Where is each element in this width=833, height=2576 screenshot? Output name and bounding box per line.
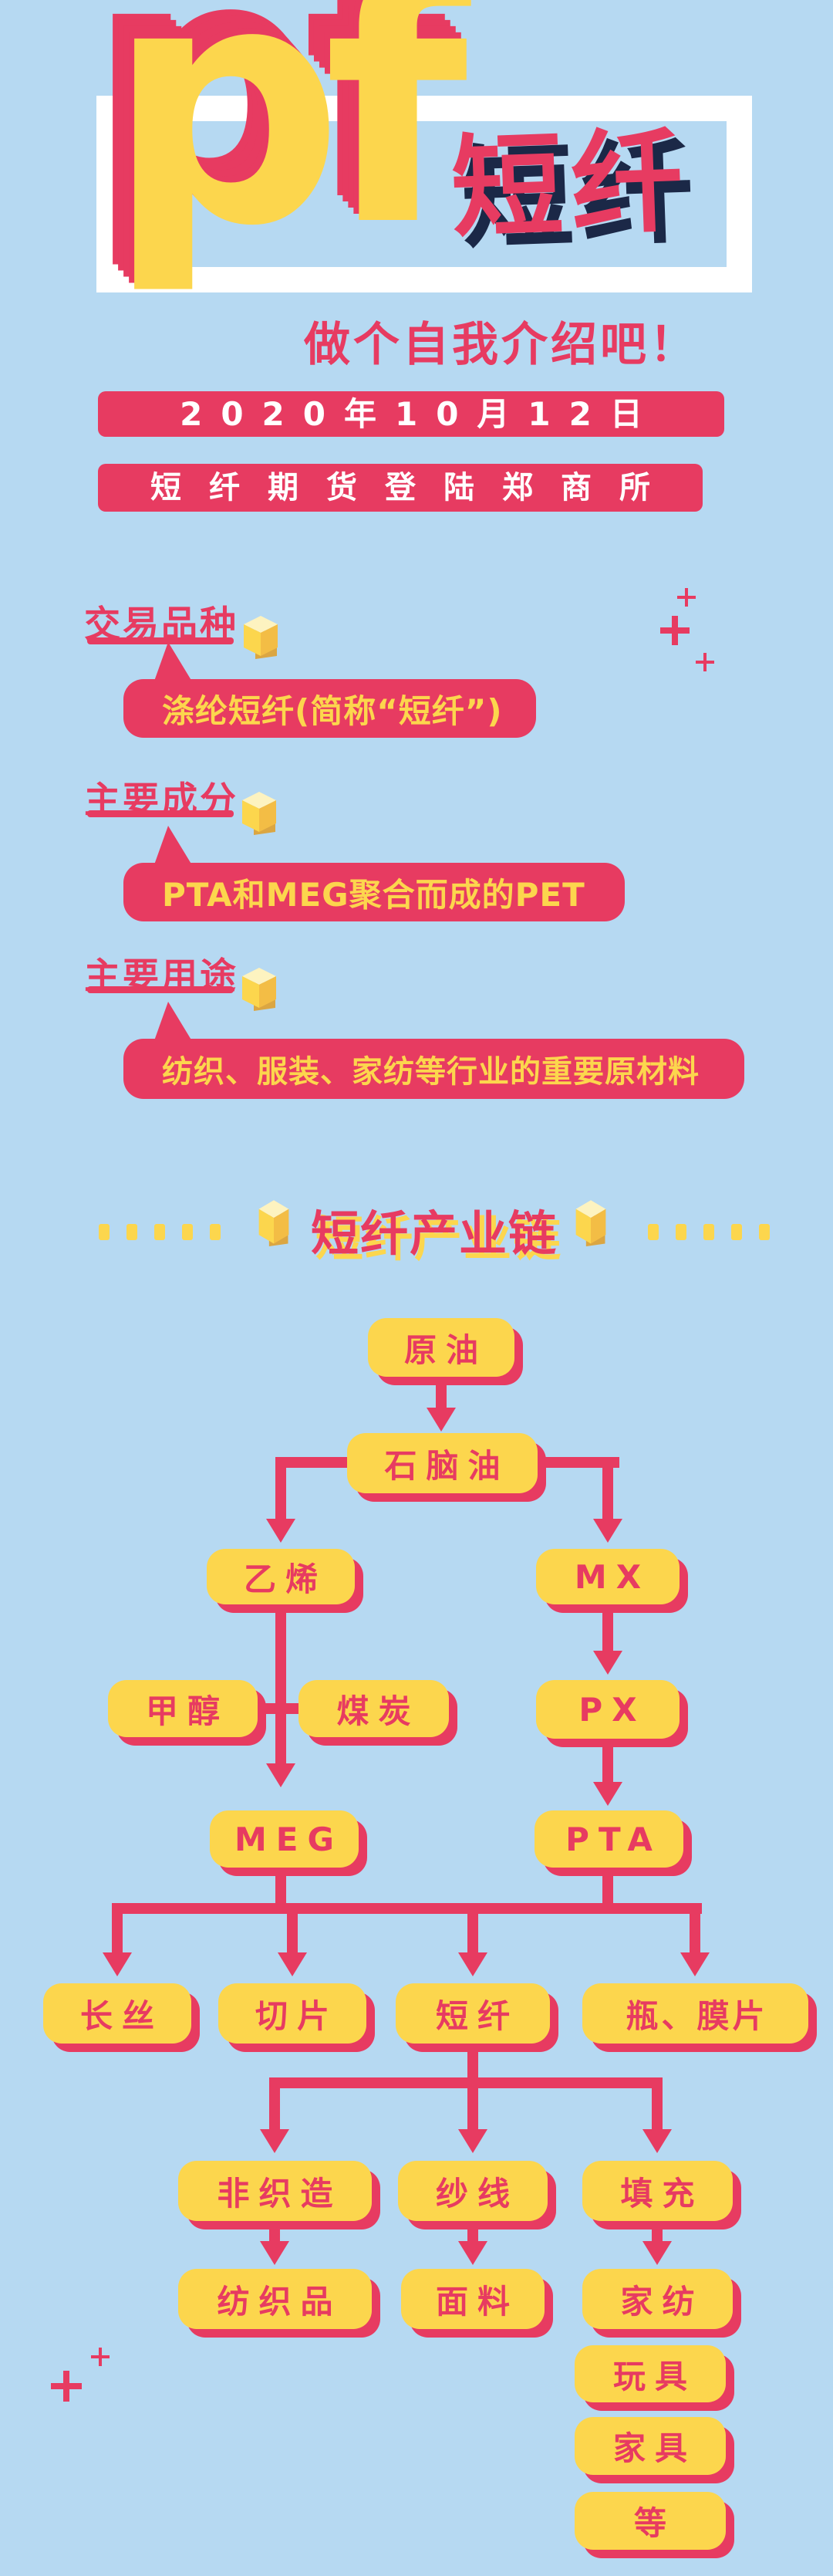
- flow-node-methanol: 甲醇: [108, 1680, 258, 1737]
- flow-node-px: PX: [536, 1680, 680, 1739]
- flow-line: [112, 1914, 123, 1954]
- gem-icon: [242, 792, 276, 835]
- dash-decoration: [210, 1224, 221, 1240]
- flow-node-filling: 填充: [582, 2161, 733, 2221]
- flow-line: [258, 1703, 298, 1714]
- pf-logo: pf: [106, 0, 468, 299]
- date-banner: 2020年10月12日: [98, 391, 724, 437]
- dash-decoration: [676, 1224, 686, 1240]
- flow-line: [275, 1604, 286, 1765]
- flow-arrow-icon: [260, 2129, 289, 2153]
- heading-underline: [87, 986, 234, 993]
- flow-line: [602, 1457, 613, 1520]
- dash-decoration: [759, 1224, 770, 1240]
- gem-icon: [258, 1200, 289, 1247]
- dash-decoration: [731, 1224, 742, 1240]
- flow-line: [467, 2044, 478, 2088]
- flow-line: [602, 1604, 613, 1652]
- flow-node-coal: 煤炭: [298, 1680, 449, 1737]
- flow-line: [652, 2221, 663, 2243]
- gem-icon: [244, 616, 278, 659]
- flow-node-meg: MEG: [210, 1810, 359, 1868]
- flow-node-yarn: 纱线: [398, 2161, 548, 2221]
- sparkle-plus-icon: [677, 588, 696, 607]
- flow-node-pta: PTA: [535, 1810, 683, 1868]
- flow-line: [652, 2088, 663, 2131]
- flow-line: [602, 1868, 613, 1910]
- bubble-tail: [153, 826, 194, 869]
- flow-node-ethylene: 乙烯: [207, 1549, 355, 1604]
- flow-arrow-icon: [278, 1952, 307, 1976]
- flow-line: [269, 2221, 280, 2243]
- flow-node-chips: 切片: [218, 1983, 366, 2044]
- flow-line: [436, 1375, 447, 1409]
- heading-underline: [87, 810, 234, 817]
- flow-arrow-icon: [593, 1782, 622, 1806]
- hero-frame: [96, 96, 752, 292]
- flow-arrow-icon: [458, 2129, 487, 2153]
- flow-arrow-icon: [593, 1519, 622, 1543]
- flow-line: [690, 1914, 700, 1954]
- flow-node-etc: 等: [575, 2492, 726, 2550]
- hero-subtitle: 做个自我介绍吧！: [304, 318, 699, 372]
- dash-decoration: [154, 1224, 165, 1240]
- flow-line: [275, 1457, 286, 1520]
- flow-node-fabric: 面料: [401, 2269, 545, 2329]
- flow-node-toys: 玩具: [575, 2345, 726, 2402]
- dash-decoration: [648, 1224, 659, 1240]
- flow-arrow-icon: [103, 1952, 132, 1976]
- bubble-trading-variety: 涤纶短纤(简称“短纤”): [123, 679, 536, 738]
- flow-node-home-textile: 家纺: [582, 2269, 733, 2329]
- flow-line: [275, 1868, 286, 1910]
- flow-arrow-icon: [266, 1763, 295, 1787]
- gem-icon: [575, 1200, 606, 1247]
- flow-node-mx: MX: [536, 1549, 680, 1604]
- chain-title: 短纤产业链: [310, 1205, 558, 1262]
- flow-line: [467, 2221, 478, 2243]
- flow-arrow-icon: [642, 2129, 672, 2153]
- flow-node-staple-fiber: 短纤: [396, 1983, 550, 2044]
- flow-arrow-icon: [266, 1519, 295, 1543]
- sparkle-plus-icon: [91, 2348, 110, 2366]
- heading-underline: [87, 637, 234, 644]
- flow-line: [287, 1914, 298, 1954]
- flow-node-naphtha: 石脑油: [347, 1433, 538, 1493]
- flow-node-bottle-film: 瓶、膜片: [582, 1983, 808, 2044]
- dash-decoration: [703, 1224, 714, 1240]
- flow-node-textiles: 纺织品: [178, 2269, 372, 2329]
- flow-arrow-icon: [593, 1651, 622, 1675]
- flow-arrow-icon: [680, 1952, 710, 1976]
- bubble-main-component: PTA和MEG聚合而成的PET: [123, 863, 625, 921]
- flow-line: [269, 2088, 280, 2131]
- sparkle-plus-icon: [51, 2371, 82, 2402]
- flow-node-filament: 长丝: [43, 1983, 191, 2044]
- flow-arrow-icon: [458, 1952, 487, 1976]
- sparkle-plus-icon: [696, 653, 714, 671]
- flow-line: [269, 2077, 663, 2088]
- flow-node-nonwoven: 非织造: [178, 2161, 372, 2221]
- gem-icon: [242, 968, 276, 1011]
- flow-line: [467, 1914, 478, 1954]
- flow-node-crude-oil: 原油: [368, 1318, 514, 1377]
- flow-node-furniture: 家具: [575, 2417, 726, 2475]
- bubble-tail: [153, 1002, 194, 1045]
- flow-line: [112, 1903, 702, 1914]
- sparkle-plus-icon: [660, 616, 690, 645]
- flow-line: [602, 1739, 613, 1783]
- dash-decoration: [126, 1224, 137, 1240]
- bubble-main-use: 纺织、服装、家纺等行业的重要原材料: [123, 1039, 744, 1099]
- dash-decoration: [99, 1224, 110, 1240]
- flow-arrow-icon: [458, 2241, 487, 2265]
- hero-title: 短纤: [449, 116, 693, 255]
- dash-decoration: [182, 1224, 193, 1240]
- bubble-tail: [153, 642, 194, 685]
- exchange-banner: 短纤期货登陆郑商所: [98, 464, 703, 512]
- flow-line: [467, 2088, 478, 2131]
- flow-arrow-icon: [260, 2241, 289, 2265]
- flow-arrow-icon: [642, 2241, 672, 2265]
- flow-arrow-icon: [427, 1408, 456, 1432]
